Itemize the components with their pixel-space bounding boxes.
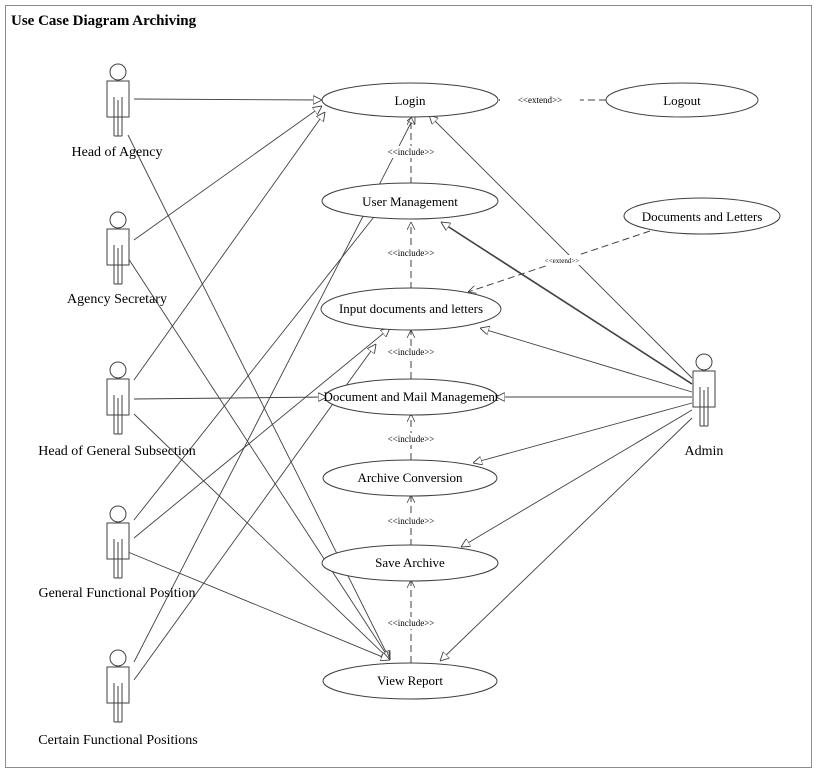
assoc-admin-view-report bbox=[440, 417, 693, 661]
actor-certain-functional-positions-label: Certain Functional Positions bbox=[38, 733, 197, 748]
use-case-input-documents: Input documents and letters bbox=[320, 287, 502, 331]
use-case-document-mail-management-label: Document and Mail Management bbox=[323, 389, 498, 404]
use-case-login: Login bbox=[321, 82, 499, 118]
use-case-document-mail-management: Document and Mail Management bbox=[323, 378, 499, 416]
actor-agency-secretary-label: Agency Secretary bbox=[67, 292, 167, 307]
actor-head-of-general-subsection-icon bbox=[106, 361, 130, 435]
actor-admin-icon bbox=[692, 353, 716, 427]
use-case-input-documents-label: Input documents and letters bbox=[339, 301, 483, 316]
actor-admin: Admin bbox=[685, 353, 724, 459]
assoc-general-fp-input-docs bbox=[133, 328, 390, 539]
relation-labels: <<extend>> <<extend>> <<include>> <<incl… bbox=[380, 93, 586, 629]
include-label-5: <<include>> bbox=[388, 516, 435, 526]
use-case-save-archive: Save Archive bbox=[321, 544, 499, 582]
extend-label-logout: <<extend>> bbox=[518, 95, 562, 105]
actor-head-of-agency-label: Head of Agency bbox=[72, 145, 163, 160]
assoc-admin-archive-conversion bbox=[473, 402, 693, 463]
diagram-frame bbox=[5, 5, 812, 768]
use-case-archive-conversion-label: Archive Conversion bbox=[357, 470, 463, 485]
use-case-user-management-label: User Management bbox=[362, 194, 458, 209]
include-label-3: <<include>> bbox=[388, 347, 435, 357]
actors: Head of Agency Agency Secretary bbox=[38, 63, 724, 748]
assoc-general-fp-user-mgmt bbox=[133, 203, 385, 521]
actor-general-functional-position-icon bbox=[106, 505, 130, 579]
use-case-view-report-label: View Report bbox=[377, 673, 443, 688]
assoc-head-agency-login bbox=[133, 99, 322, 100]
use-case-logout: Logout bbox=[605, 82, 759, 118]
use-case-save-archive-label: Save Archive bbox=[375, 555, 445, 570]
actor-agency-secretary: Agency Secretary bbox=[67, 211, 167, 307]
assoc-admin-save-archive bbox=[461, 409, 693, 547]
assoc-admin-login bbox=[429, 115, 693, 379]
assoc-general-fp-view-report bbox=[127, 551, 390, 660]
assoc-admin-input-docs bbox=[480, 328, 693, 393]
use-case-documents-and-letters: Documents and Letters bbox=[623, 197, 781, 235]
include-label-4: <<include>> bbox=[388, 434, 435, 444]
extend-docs-letters-input bbox=[468, 230, 651, 292]
assoc-secretary-view-report bbox=[127, 257, 390, 660]
use-case-view-report: View Report bbox=[322, 662, 498, 700]
use-case-login-label: Login bbox=[394, 93, 426, 108]
actor-certain-functional-positions-icon bbox=[106, 649, 130, 723]
actor-head-of-general-subsection-label: Head of General Subsection bbox=[38, 444, 195, 459]
include-label-6: <<include>> bbox=[388, 618, 435, 628]
actor-certain-functional-positions: Certain Functional Positions bbox=[38, 649, 198, 748]
include-label-1: <<include>> bbox=[388, 147, 435, 157]
use-case-logout-label: Logout bbox=[663, 93, 701, 108]
assoc-head-subsection-login bbox=[133, 112, 325, 381]
actor-agency-secretary-icon bbox=[106, 211, 130, 285]
use-case-user-management: User Management bbox=[321, 182, 499, 220]
extend-label-docs-letters: <<extend>> bbox=[545, 257, 580, 265]
use-cases: Login Logout User Management Documents a… bbox=[320, 82, 781, 700]
diagram-title: Use Case Diagram Archiving bbox=[11, 13, 197, 29]
include-label-2: <<include>> bbox=[388, 248, 435, 258]
actor-head-of-agency-icon bbox=[106, 63, 130, 137]
use-case-documents-and-letters-label: Documents and Letters bbox=[642, 209, 763, 224]
assoc-secretary-login bbox=[133, 106, 322, 241]
use-case-archive-conversion: Archive Conversion bbox=[322, 459, 498, 497]
actor-admin-label: Admin bbox=[685, 444, 724, 459]
actor-head-of-general-subsection: Head of General Subsection bbox=[38, 361, 196, 459]
assoc-head-subsection-view-report bbox=[133, 413, 390, 660]
assoc-admin-user-mgmt bbox=[441, 221, 693, 385]
actor-general-functional-position-label: General Functional Position bbox=[38, 586, 195, 601]
actor-general-functional-position: General Functional Position bbox=[38, 505, 196, 601]
actor-head-of-agency: Head of Agency bbox=[72, 63, 163, 160]
